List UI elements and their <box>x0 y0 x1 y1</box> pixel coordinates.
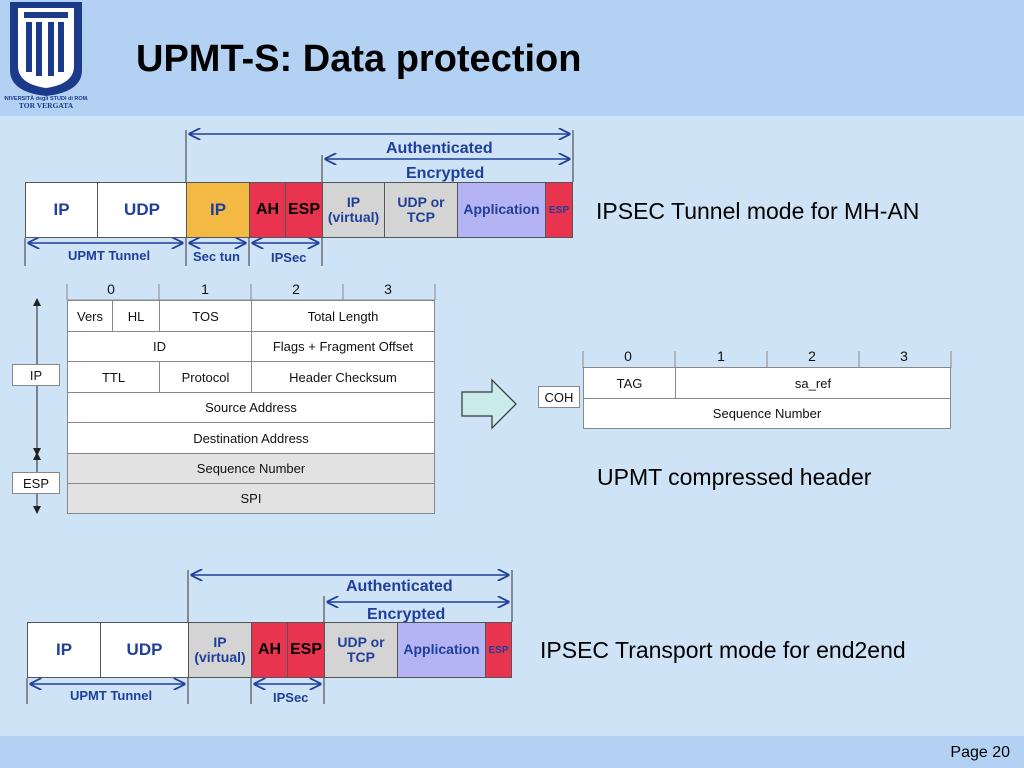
tunnel-authenticated-label: Authenticated <box>386 140 493 157</box>
transport-cell-udp: UDP <box>100 622 189 678</box>
tunnel-sectun-label: Sec tun <box>193 249 240 264</box>
transport-cell-application: Application <box>397 622 486 678</box>
col-num-1: 1 <box>201 281 209 297</box>
hdr-ttl: TTL <box>67 361 160 393</box>
tunnel-ipsec-label: IPSec <box>271 250 307 265</box>
cmp-sequence-number: Sequence Number <box>583 398 951 429</box>
compressed-caption: UPMT compressed header <box>597 464 872 490</box>
transport-cell-ah: AH <box>251 622 288 678</box>
tunnel-cell-application: Application <box>457 182 546 238</box>
transport-upmt-label: UPMT Tunnel <box>70 688 153 703</box>
hdr-checksum: Header Checksum <box>251 361 435 393</box>
tunnel-encrypted-label: Encrypted <box>406 165 485 182</box>
page-number: Page 20 <box>950 744 1010 761</box>
transport-cell-esp-trailer: ESP <box>485 622 512 678</box>
hdr-vers: Vers <box>67 300 113 332</box>
side-label-ip: IP <box>12 364 60 386</box>
tunnel-cell-esp-trailer: ESP <box>545 182 573 238</box>
hdr-flags-offset: Flags + Fragment Offset <box>251 331 435 362</box>
col-num-2: 2 <box>292 281 300 297</box>
tunnel-cell-ah: AH <box>249 182 286 238</box>
hdr-spi: SPI <box>67 483 435 514</box>
tunnel-cell-udp-tcp: UDP or TCP <box>384 182 458 238</box>
logo-text-bottom: TOR VERGATA <box>19 101 74 110</box>
cmp-col-num-3: 3 <box>900 348 908 364</box>
transport-cell-ip-virtual: IP (virtual) <box>188 622 252 678</box>
tunnel-cell-udp: UDP <box>97 182 187 238</box>
cmp-tag: TAG <box>583 367 676 399</box>
transport-cell-esp: ESP <box>287 622 325 678</box>
cmp-col-num-1: 1 <box>717 348 725 364</box>
coh-label: COH <box>538 386 580 408</box>
logo-text-top: UNIVERSITÀ degli STUDI di ROMA <box>4 95 88 102</box>
cmp-col-num-2: 2 <box>808 348 816 364</box>
transport-authenticated-label: Authenticated <box>346 578 453 595</box>
transport-cell-ip: IP <box>27 622 101 678</box>
hdr-source-address: Source Address <box>67 392 435 423</box>
tunnel-cell-ip-virtual: IP (virtual) <box>322 182 385 238</box>
hdr-total-length: Total Length <box>251 300 435 332</box>
col-num-3: 3 <box>384 281 392 297</box>
tunnel-cell-sec-ip: IP <box>186 182 250 238</box>
footer-band <box>0 736 1024 768</box>
tunnel-cell-esp: ESP <box>285 182 323 238</box>
col-num-0: 0 <box>107 281 115 297</box>
transport-ipsec-label: IPSec <box>273 690 309 705</box>
university-logo: UNIVERSITÀ degli STUDI di ROMA TOR VERGA… <box>4 2 88 110</box>
transport-caption: IPSEC Transport mode for end2end <box>540 637 906 663</box>
tunnel-upmt-label: UPMT Tunnel <box>68 248 151 263</box>
cmp-sa-ref: sa_ref <box>675 367 951 399</box>
slide-title: UPMT-S: Data protection <box>136 38 582 80</box>
transport-cell-udp-tcp: UDP or TCP <box>324 622 398 678</box>
transport-encrypted-label: Encrypted <box>367 606 446 623</box>
header-band <box>0 0 1024 116</box>
tunnel-cell-ip: IP <box>25 182 98 238</box>
tunnel-caption: IPSEC Tunnel mode for MH-AN <box>596 198 920 224</box>
side-label-esp: ESP <box>12 472 60 494</box>
cmp-col-num-0: 0 <box>624 348 632 364</box>
